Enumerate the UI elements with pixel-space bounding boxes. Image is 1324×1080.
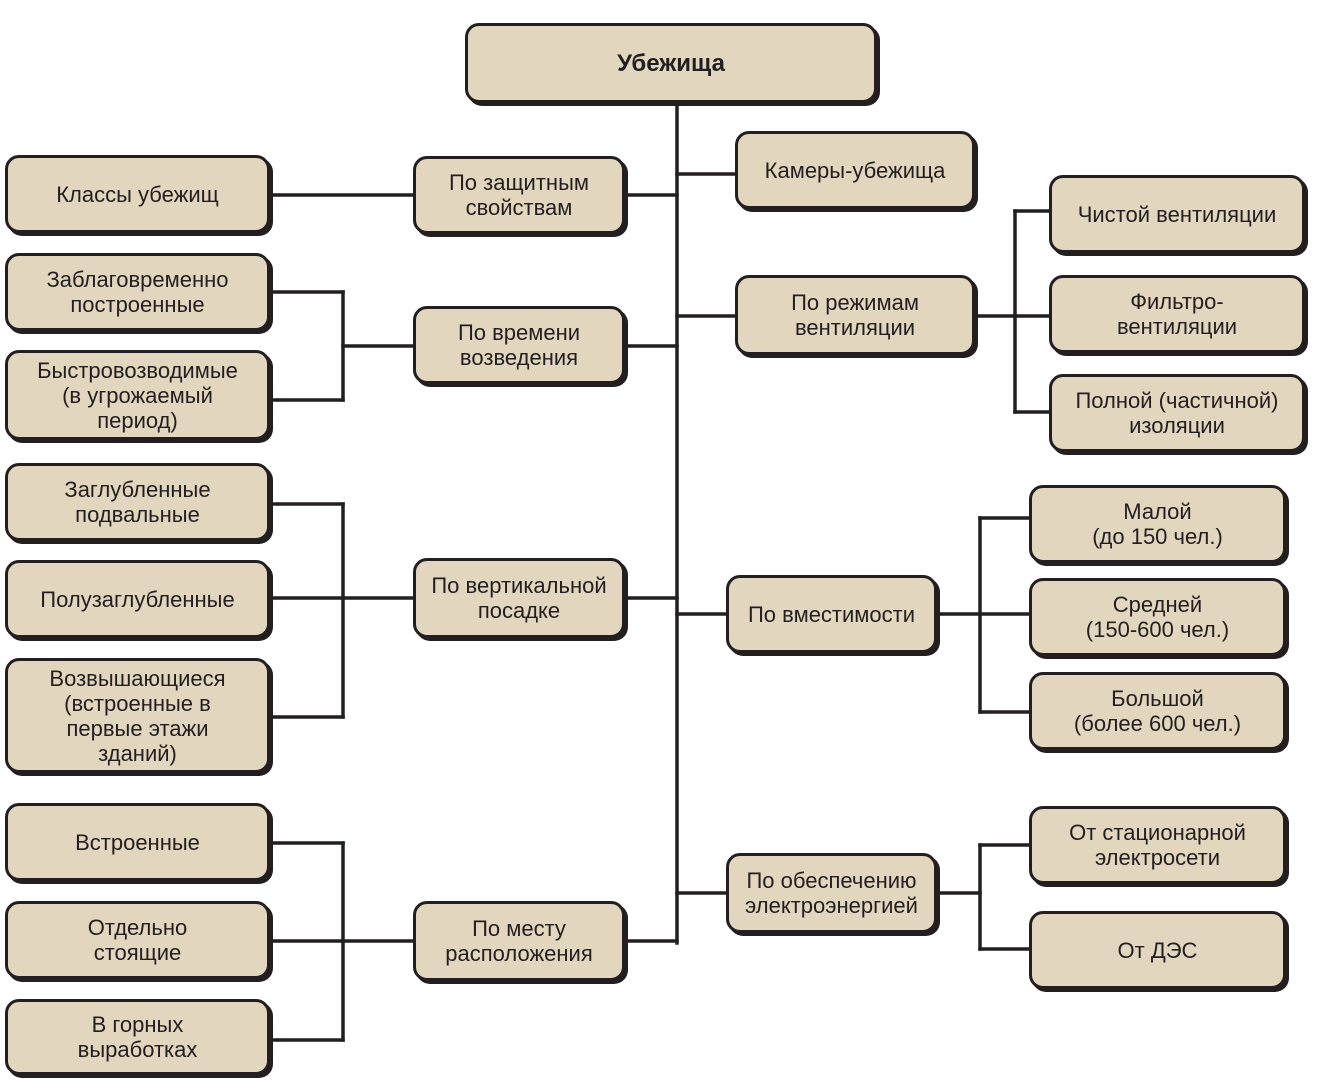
leaf-label: От стационарной электросети <box>1069 820 1246 870</box>
category-vertical: По вертикальной посадке <box>413 558 625 638</box>
leaf-capacity-medium: Средней (150-600 чел.) <box>1029 578 1286 656</box>
leaf-label: Фильтро- вентиляции <box>1116 289 1238 339</box>
leaf-label: Малой (до 150 чел.) <box>1092 499 1223 549</box>
leaf-label: В горных выработках <box>77 1012 198 1062</box>
leaf-label: Большой (более 600 чел.) <box>1073 686 1242 736</box>
category-location: По месту расположения <box>413 901 625 981</box>
category-ventilation: По режимам вентиляции <box>735 275 975 355</box>
leaf-rapid-built: Быстровозводимые (в угрожаемый период) <box>5 350 270 440</box>
root-node: Убежища <box>465 23 877 103</box>
leaf-power-grid: От стационарной электросети <box>1029 806 1286 884</box>
leaf-capacity-small: Малой (до 150 чел.) <box>1029 485 1286 563</box>
leaf-label: Полной (частичной) изоляции <box>1075 388 1279 438</box>
leaf-prebuilt: Заблаговременно построенные <box>5 253 270 331</box>
leaf-label: Полузаглубленные <box>40 586 235 612</box>
leaf-semi-buried: Полузаглубленные <box>5 560 270 638</box>
leaf-label: Отдельно стоящие <box>87 915 188 965</box>
leaf-label: Возвышающиеся (встроенные в первые этажи… <box>49 665 226 766</box>
leaf-capacity-large: Большой (более 600 чел.) <box>1029 672 1286 750</box>
leaf-shelter-classes: Классы убежищ <box>5 155 270 233</box>
leaf-label: Встроенные <box>75 829 200 855</box>
category-protective: По защитным свойствам <box>413 156 625 234</box>
category-protective-label: По защитным свойствам <box>448 170 590 220</box>
leaf-built-in: Встроенные <box>5 803 270 881</box>
leaf-label: От ДЭС <box>1117 937 1198 963</box>
leaf-elevated: Возвышающиеся (встроенные в первые этажи… <box>5 658 270 773</box>
category-chambers: Камеры-убежища <box>735 131 975 209</box>
leaf-label: Заглубленные подвальные <box>64 477 211 527</box>
category-power: По обеспечению электроэнергией <box>726 853 937 933</box>
leaf-label: Средней (150-600 чел.) <box>1085 592 1230 642</box>
leaf-clean-ventilation: Чистой вентиляции <box>1049 175 1305 253</box>
leaf-label: Чистой вентиляции <box>1077 201 1277 227</box>
category-capacity-label: По вместимости <box>747 601 916 627</box>
leaf-filter-ventilation: Фильтро- вентиляции <box>1049 275 1305 353</box>
leaf-basement: Заглубленные подвальные <box>5 463 270 541</box>
leaf-power-diesel: От ДЭС <box>1029 911 1286 989</box>
leaf-label: Быстровозводимые (в угрожаемый период) <box>37 357 238 433</box>
root-label: Убежища <box>617 49 725 77</box>
category-vertical-label: По вертикальной посадке <box>431 573 607 623</box>
category-chambers-label: Камеры-убежища <box>764 157 946 183</box>
category-construction-time: По времени возведения <box>413 306 625 384</box>
leaf-label: Классы убежищ <box>56 181 219 207</box>
leaf-freestanding: Отдельно стоящие <box>5 901 270 979</box>
category-construction-time-label: По времени возведения <box>457 320 581 370</box>
leaf-mine-workings: В горных выработках <box>5 999 270 1075</box>
category-location-label: По месту расположения <box>445 916 593 966</box>
category-capacity: По вместимости <box>726 575 937 653</box>
category-ventilation-label: По режимам вентиляции <box>791 290 919 340</box>
category-power-label: По обеспечению электроэнергией <box>745 868 918 918</box>
leaf-label: Заблаговременно построенные <box>46 267 229 317</box>
leaf-isolation: Полной (частичной) изоляции <box>1049 374 1305 452</box>
